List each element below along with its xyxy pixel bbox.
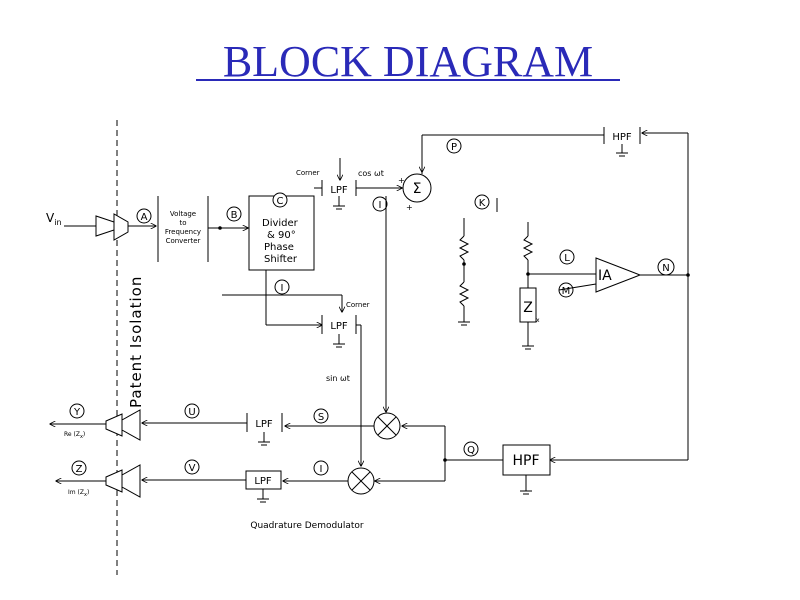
node-y-label: Y <box>73 407 81 418</box>
cos-wt-label: cos ωt <box>358 169 384 178</box>
node-t-circle <box>313 460 329 476</box>
divider-text-4: Shifter <box>264 254 298 265</box>
node-m-label: M <box>562 286 571 297</box>
svg-text:HPF: HPF <box>612 132 632 143</box>
node-i-top-label: I <box>379 200 382 211</box>
node-q-label: Q <box>467 445 475 456</box>
zx-sub: x <box>536 317 540 324</box>
node-c-label: C <box>277 196 284 207</box>
ground-icon <box>257 489 269 503</box>
node-b-circle <box>226 206 242 222</box>
node-p-label: P <box>451 142 457 153</box>
node-n-circle <box>657 258 675 276</box>
node-i-mid-label: I <box>281 283 284 294</box>
node-u-label: U <box>188 407 195 418</box>
vin-label: Vin <box>46 211 62 227</box>
resistor-node-dot <box>462 262 466 266</box>
sum-plus-bottom: + <box>406 203 413 212</box>
zx-label: Z <box>523 300 533 316</box>
divider-text-3: Phase <box>264 242 294 253</box>
node-v-circle <box>184 459 200 475</box>
node-u-circle <box>184 403 200 419</box>
page-title: BLOCK DIAGRAM <box>223 37 593 86</box>
svg-text:LPF: LPF <box>330 185 348 196</box>
node-y-circle <box>69 403 85 419</box>
re-zx-label: Re (Zx) <box>64 431 85 440</box>
node-i-mid-circle <box>274 279 290 295</box>
node-s-label: S <box>318 412 324 423</box>
svg-text:LPF: LPF <box>255 419 273 430</box>
ground-icon <box>522 322 534 350</box>
node-v-label: V <box>189 463 196 474</box>
node-c-circle <box>272 192 288 208</box>
lpf-im-label: LPF <box>254 476 272 487</box>
hpf-bottom-label: HPF <box>512 453 539 469</box>
svg-text:Σ: Σ <box>413 181 422 197</box>
instrumentation-amplifier <box>595 257 642 293</box>
node-l-label: L <box>564 253 570 264</box>
m-wire <box>558 283 597 291</box>
lpf-mid: LPF <box>321 315 357 348</box>
ia-label: IA <box>598 268 612 284</box>
svg-text:to: to <box>179 219 186 227</box>
mixer-icon <box>347 467 375 495</box>
node-k-label: K <box>479 198 486 209</box>
node-s-circle <box>313 408 329 424</box>
divider-text-1: Divider <box>262 218 299 229</box>
isolation-amplifier-icon <box>95 213 129 241</box>
divider-phase-shifter <box>248 195 315 271</box>
resistor-icon <box>458 218 470 326</box>
voltage-to-frequency-converter: Voltage to Frequency Converter <box>157 196 209 262</box>
node-a-label: A <box>141 212 148 223</box>
svg-text:LPF: LPF <box>330 321 348 332</box>
node-l-circle <box>559 249 575 265</box>
node-z-circle <box>71 460 87 476</box>
im-zx-label: Im (Zx) <box>68 489 89 498</box>
lpf-top: LPF <box>321 180 357 210</box>
svg-text:Converter: Converter <box>166 237 201 245</box>
corner-mid-label: Corner <box>346 301 370 309</box>
n-node-dot <box>686 273 690 277</box>
divider-text-2: & 90° <box>267 230 296 241</box>
patient-isolation-label: Patent Isolation <box>127 276 145 408</box>
isolation-amplifier-icon <box>105 409 141 441</box>
svg-text:Voltage: Voltage <box>170 210 196 218</box>
node-k-circle <box>474 194 490 210</box>
node-t-label: I <box>320 464 323 475</box>
lpf-re: LPF <box>246 413 283 446</box>
isolation-amplifier-icon <box>105 464 141 498</box>
hpf-top: HPF <box>603 127 641 157</box>
node-a-circle <box>136 208 152 224</box>
junction-dot <box>218 226 222 230</box>
sum-plus-left: + <box>398 176 405 185</box>
node-n-label: N <box>662 263 669 274</box>
corner-top-label: Corner <box>296 169 320 177</box>
node-i-top-circle <box>372 196 388 212</box>
sin-wt-label: sin ωt <box>326 374 350 383</box>
node-p-circle <box>446 138 462 154</box>
mixer-icon <box>373 412 401 440</box>
node-q-circle <box>463 441 479 457</box>
node-b-label: B <box>231 210 238 221</box>
svg-text:Frequency: Frequency <box>165 228 201 236</box>
resistor-icon <box>522 222 534 288</box>
node-z-label: Z <box>76 464 83 475</box>
summing-junction-icon: Σ <box>402 173 432 203</box>
quadrature-demodulator-label: Quadrature Demodulator <box>250 521 364 531</box>
ground-icon <box>520 475 532 495</box>
